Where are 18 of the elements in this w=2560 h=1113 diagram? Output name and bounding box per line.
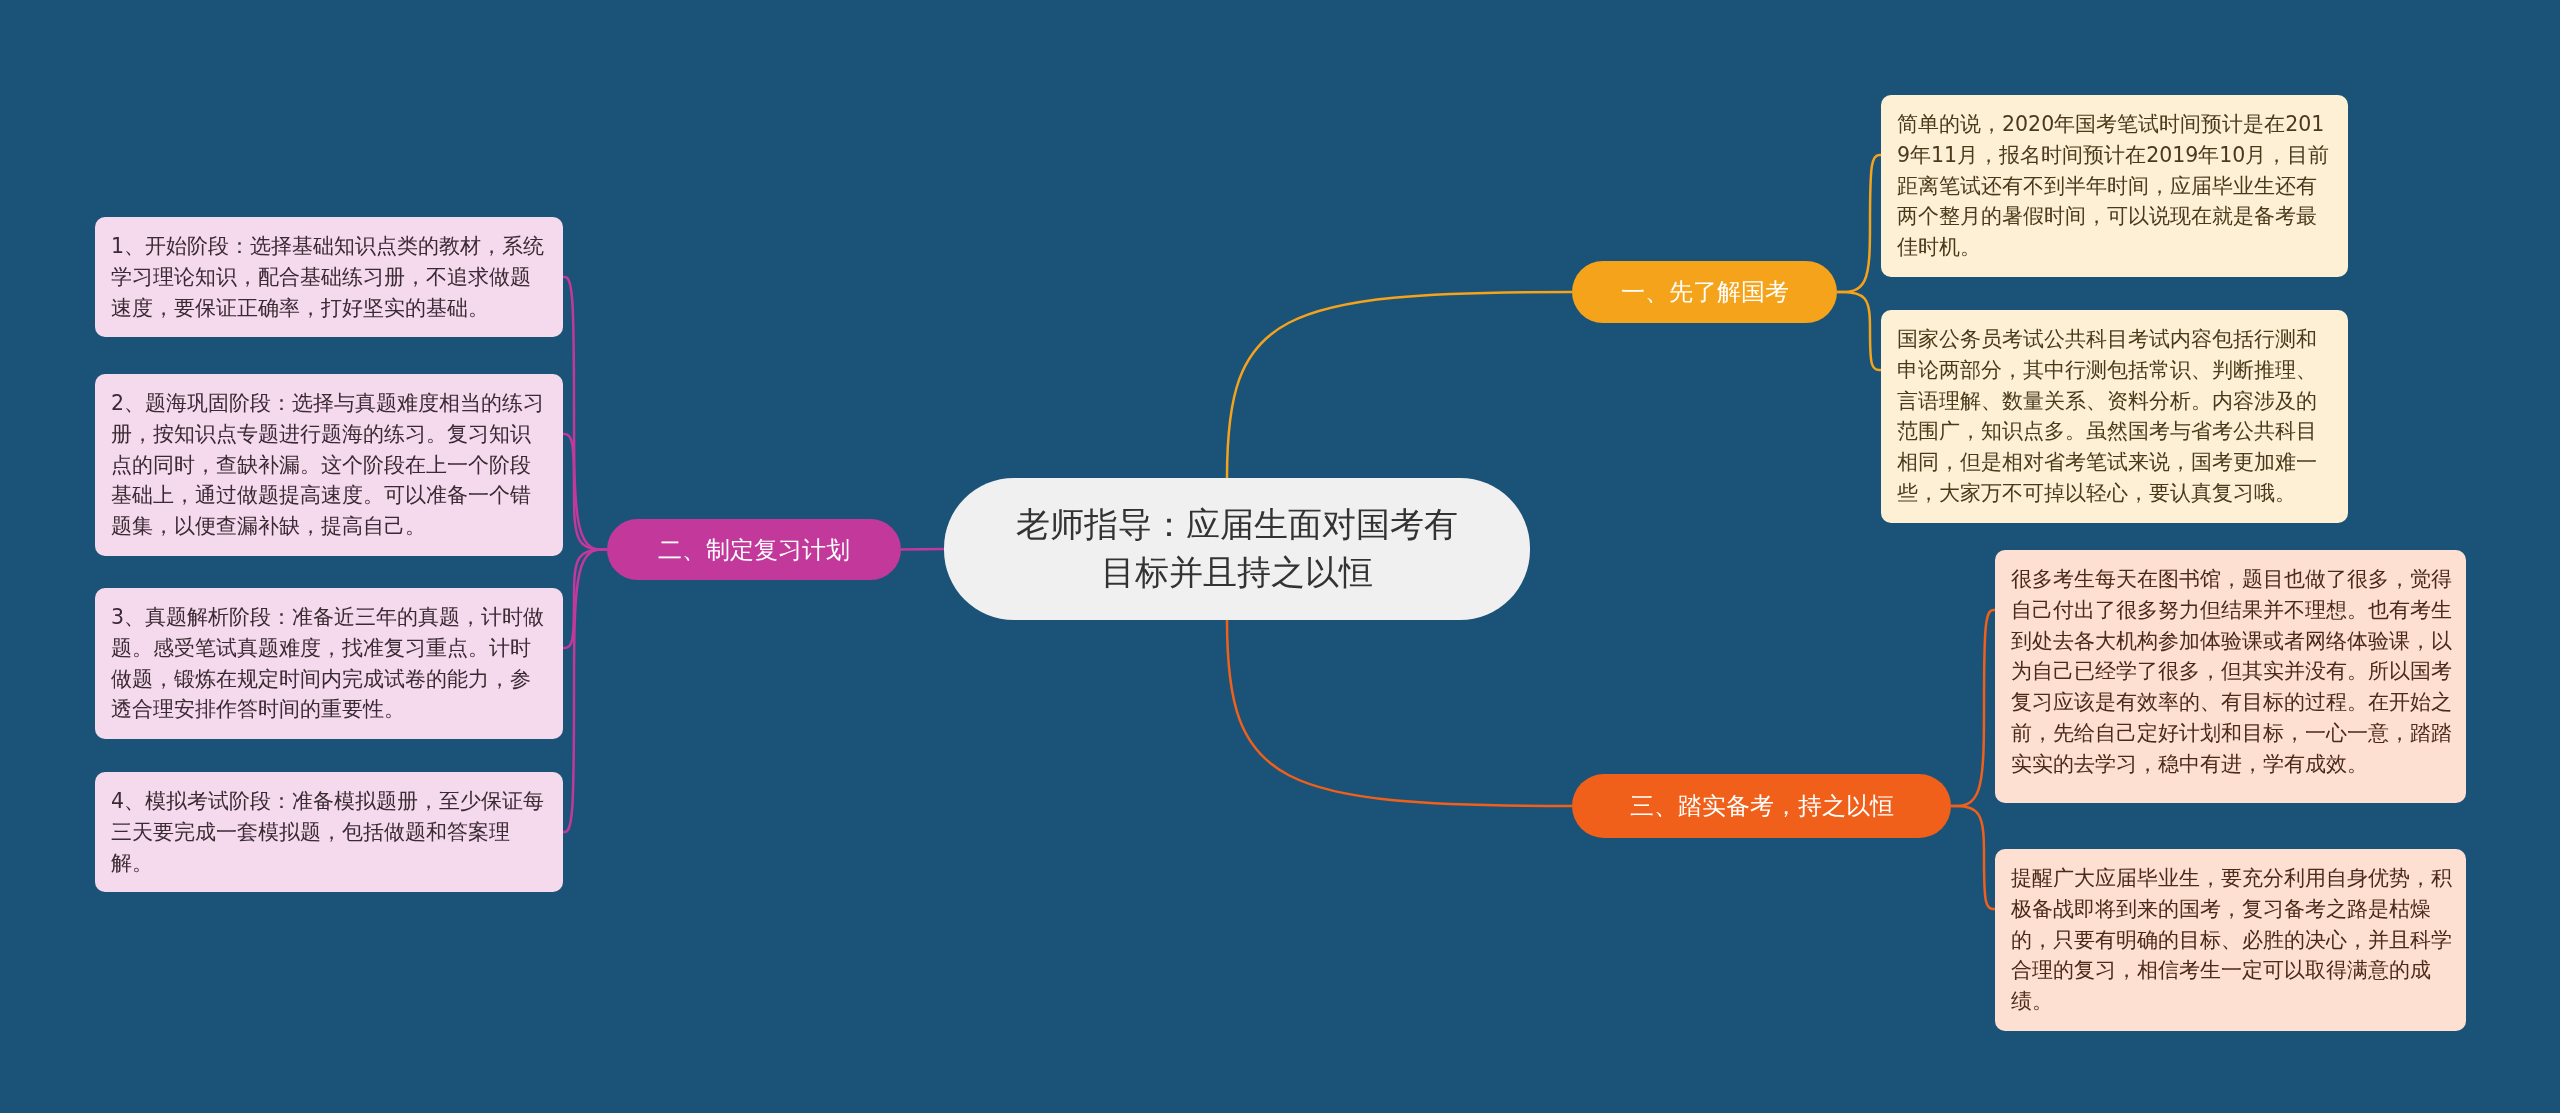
note-card: 提醒广大应届毕业生，要充分利用自身优势，积极备战即将到来的国考，复习备考之路是枯燥的，只要有明确的目标、必胜的决心，并且科学合理的复习，相信考生一定可以取得满意的成绩。 [1995, 849, 2466, 1031]
note-card: 4、模拟考试阶段：准备模拟题册，至少保证每三天要完成一套模拟题，包括做题和答案理解。 [95, 772, 563, 893]
connector-line [1951, 804, 1996, 911]
connector-line [901, 547, 944, 551]
connector-line [1225, 619, 1572, 808]
note-card: 3、真题解析阶段：准备近三年的真题，计时做题。感受笔试真题难度，找准复习重点。计时做题，锻炼在规定时间内完成试卷的能力，参透合理安排作答时间的重要性。 [95, 588, 563, 739]
note-card: 很多考生每天在图书馆，题目也做了很多，觉得自己付出了很多努力但结果并不理想。也有考生到处去各大机构参加体验课或者网络体验课，以为自己已经学了很多，但其实并没有。所以国考复习应该是有效率的、有目标的过程。在开始之前，先给自己定好计划和目标，一心一意，踏踏实实的去学习，稳中有进，学有成效。 [1995, 550, 2466, 803]
branch-topic: 三、踏实备考，持之以恒 [1572, 774, 1951, 838]
branch-topic: 二、制定复习计划 [607, 519, 901, 580]
central-topic: 老师指导：应届生面对国考有目标并且持之以恒 [944, 478, 1530, 620]
note-card: 1、开始阶段：选择基础知识点类的教材，系统学习理论知识，配合基础练习册，不追求做题速度，要保证正确率，打好坚实的基础。 [95, 217, 563, 338]
branch-topic: 一、先了解国考 [1572, 261, 1837, 323]
connector-line [1837, 290, 1881, 372]
note-card: 简单的说，2020年国考笔试时间预计是在2019年11月，报名时间预计在2019年10月，目前距离笔试还有不到半年时间，应届毕业生还有两个整月的暑假时间，可以说现在就是备考最佳时机。 [1881, 95, 2348, 277]
note-card: 2、题海巩固阶段：选择与真题难度相当的练习册，按知识点专题进行题海的练习。复习知识点的同时，查缺补漏。这个阶段在上一个阶段基础上，通过做题提高速度。可以准备一个错题集，以便查漏补缺，提高自己。 [95, 374, 563, 556]
connector-line [562, 548, 607, 834]
connector-line [1225, 290, 1572, 479]
note-card: 国家公务员考试公共科目考试内容包括行测和申论两部分，其中行测包括常识、判断推理、言语理解、数量关系、资料分析。内容涉及的范围广，知识点多。虽然国考与省考公共科目相同，但是相对省考笔试来说，国考更加难一些，大家万不可掉以轻心，要认真复习哦。 [1881, 310, 2348, 523]
